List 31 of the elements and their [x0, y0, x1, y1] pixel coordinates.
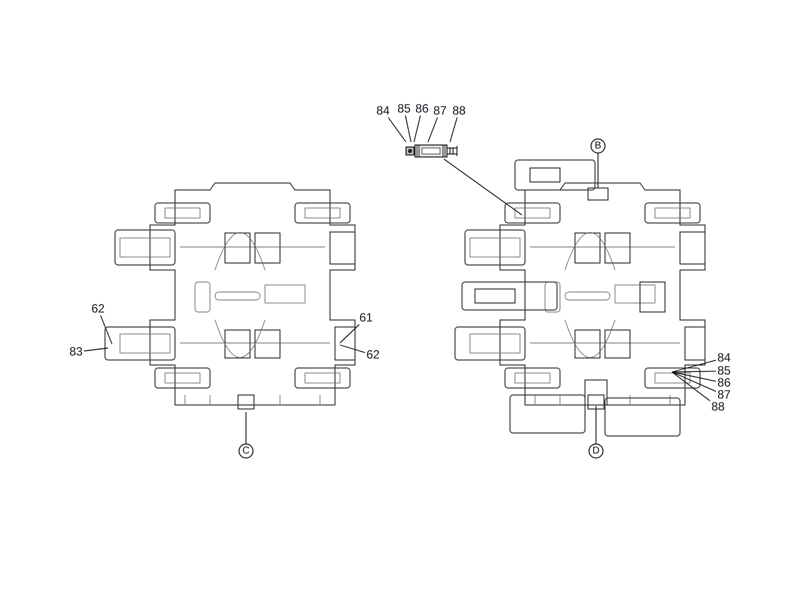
leader-line [84, 348, 108, 352]
view-marker: D [588, 444, 604, 458]
callout-number: 87 [717, 388, 731, 402]
callout-number: 85 [397, 102, 411, 116]
callout-number: 62 [91, 302, 105, 316]
view-marker: B [590, 138, 606, 154]
leader-line [443, 158, 522, 216]
leader-line [450, 117, 458, 142]
callout-number: 83 [69, 346, 83, 358]
callout-number: 88 [452, 104, 466, 118]
leader-line [672, 360, 716, 372]
leader-line [388, 117, 406, 142]
callout-number: 87 [433, 104, 447, 118]
leader-line [100, 315, 112, 344]
leader-line [672, 370, 716, 372]
callout-number: 86 [415, 102, 429, 116]
callout-number: 62 [366, 348, 380, 362]
callout-number: 85 [717, 364, 731, 378]
valve-part-drawing [405, 142, 459, 159]
callout-number: 84 [376, 104, 390, 118]
callout-number: 61 [359, 312, 373, 324]
leader-line [404, 115, 412, 142]
leader-line [672, 372, 716, 392]
callout-number: 88 [711, 400, 725, 414]
callout-number: 86 [717, 376, 731, 390]
leader-line [414, 115, 421, 142]
view-marker: C [238, 444, 254, 458]
leader-line [672, 372, 716, 382]
leader-line [428, 117, 438, 142]
callout-number: 84 [717, 352, 731, 364]
leader-line [672, 372, 710, 402]
